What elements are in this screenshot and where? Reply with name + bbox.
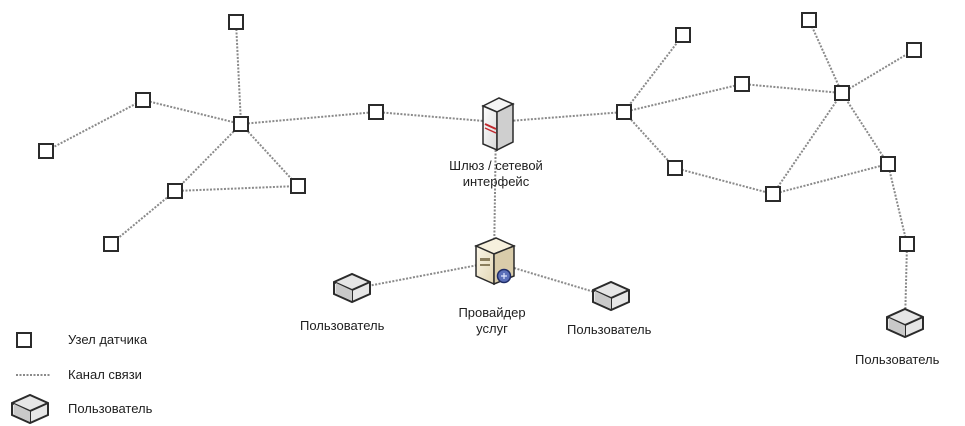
sensor-node-a7 xyxy=(290,178,306,194)
legend-link-label: Канал связи xyxy=(68,367,142,382)
sensor-node-a6 xyxy=(167,183,183,199)
sensor-node-a8 xyxy=(103,236,119,252)
user-left-label: Пользователь xyxy=(300,318,385,333)
link-b7-b9 xyxy=(674,167,774,195)
user-device-right-icon xyxy=(886,308,924,338)
provider-label-line1: Провайдер xyxy=(458,305,526,320)
link-b4-b1 xyxy=(623,34,684,113)
link-a4-a7 xyxy=(240,123,299,187)
sensor-node-b4 xyxy=(616,104,632,120)
link-srv-uC xyxy=(493,261,612,298)
link-b4-b7 xyxy=(623,111,676,169)
legend-user-icon xyxy=(11,394,49,424)
link-b5-b6 xyxy=(741,83,843,94)
link-a4-a6 xyxy=(174,123,242,192)
sensor-node-a2 xyxy=(135,92,151,108)
sensor-node-a3 xyxy=(38,143,54,159)
legend-sensor-node-icon xyxy=(16,332,32,348)
link-a6-a8 xyxy=(110,190,176,245)
link-a2-a4 xyxy=(142,99,242,125)
gateway-label-line1: Шлюз / сетевой xyxy=(449,158,543,173)
user-center-label: Пользователь xyxy=(567,322,652,337)
link-srv-uL xyxy=(351,261,495,290)
provider-label-line2: услуг xyxy=(476,321,508,336)
gateway-label-line2: интерфейс xyxy=(462,174,530,189)
link-a6-a7 xyxy=(174,185,299,192)
sensor-node-b2 xyxy=(801,12,817,28)
link-a5-gw xyxy=(375,111,497,123)
sensor-node-b9 xyxy=(765,186,781,202)
legend-user-label: Пользователь xyxy=(68,401,153,416)
user-device-left-icon xyxy=(333,273,371,303)
legend-sensor-node-label: Узел датчика xyxy=(68,332,148,347)
sensor-node-a4 xyxy=(233,116,249,132)
sensor-node-b7 xyxy=(667,160,683,176)
sensor-node-a1 xyxy=(228,14,244,30)
link-b8-b10 xyxy=(887,163,908,245)
sensor-nodes xyxy=(38,12,922,252)
sensor-node-b3 xyxy=(906,42,922,58)
sensor-node-b1 xyxy=(675,27,691,43)
gateway-icon xyxy=(481,97,515,152)
link-b4-b5 xyxy=(623,83,743,113)
user-device-center-icon xyxy=(592,281,630,311)
sensor-node-b6 xyxy=(834,85,850,101)
link-a1-a4 xyxy=(235,21,242,125)
communication-links xyxy=(45,19,915,325)
provider-server-icon xyxy=(474,237,516,286)
link-b6-b9 xyxy=(772,92,843,195)
link-b3-b6 xyxy=(841,49,915,94)
link-b2-b6 xyxy=(808,19,843,94)
sensor-node-b8 xyxy=(880,156,896,172)
sensor-node-b5 xyxy=(734,76,750,92)
sensor-node-b10 xyxy=(899,236,915,252)
link-a4-a5 xyxy=(240,111,377,125)
link-gw-b4 xyxy=(495,111,625,123)
sensor-node-a5 xyxy=(368,104,384,120)
user-right-label: Пользователь xyxy=(855,352,940,367)
link-b9-b8 xyxy=(772,163,889,195)
link-b6-b8 xyxy=(841,92,889,165)
link-a2-a3 xyxy=(45,99,144,152)
